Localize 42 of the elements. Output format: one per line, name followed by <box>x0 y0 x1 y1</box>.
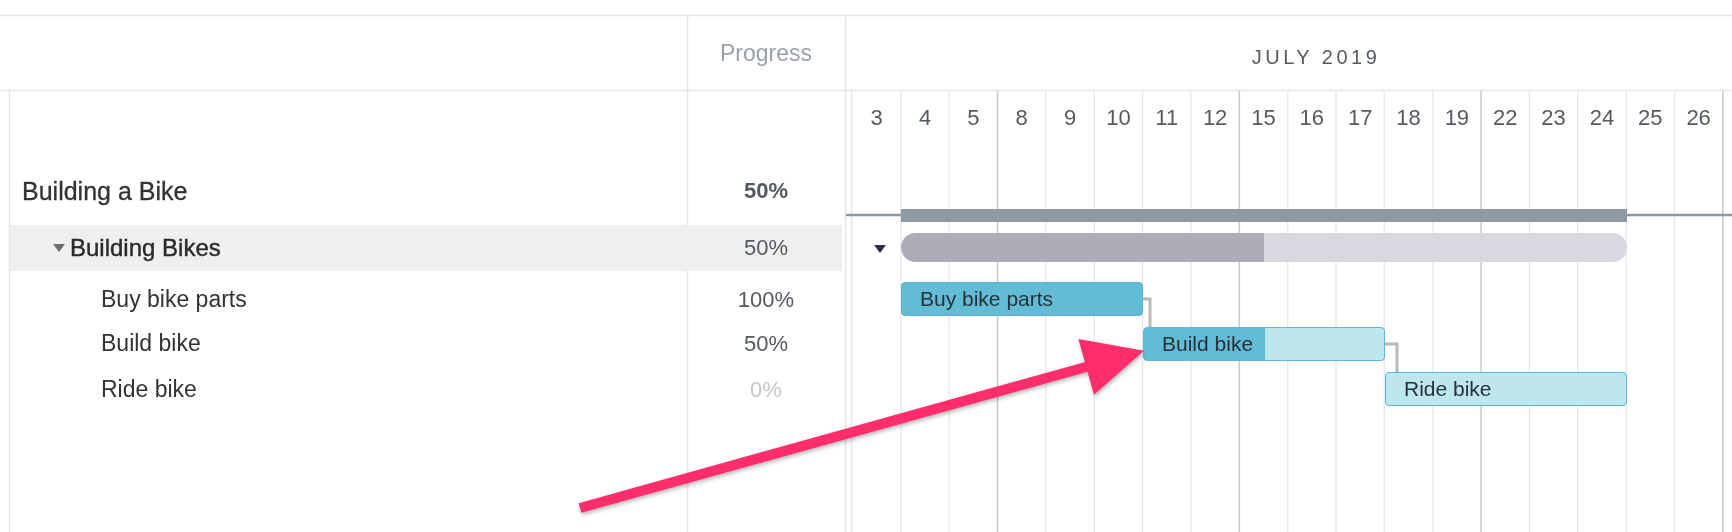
day-number: 8 <box>1015 104 1028 132</box>
month-header: JULY 2019 <box>1251 45 1381 69</box>
day-number: 11 <box>1155 104 1179 132</box>
day-number: 16 <box>1299 104 1325 132</box>
day-number: 23 <box>1541 104 1566 132</box>
day-number: 15 <box>1251 104 1276 132</box>
arrow <box>578 338 1144 513</box>
day-number: 26 <box>1686 104 1711 132</box>
row-label: Building a Bike <box>22 176 188 206</box>
day-number: 25 <box>1638 104 1663 132</box>
bar-label: Buy bike parts <box>920 286 1054 312</box>
day-number: 17 <box>1347 104 1373 132</box>
day-number: 18 <box>1396 104 1421 132</box>
day-number: 4 <box>918 104 932 132</box>
day-number: 3 <box>870 104 883 132</box>
progress-value: 50% <box>744 177 788 205</box>
dependency-line <box>1385 342 1399 372</box>
progress-value: 100% <box>737 286 795 314</box>
day-number: 19 <box>1444 104 1470 132</box>
group-label: Building Bikes <box>70 233 221 263</box>
day-number: 24 <box>1589 104 1615 132</box>
day-number: 12 <box>1202 104 1228 132</box>
row-label: Build bike <box>101 330 201 358</box>
dependency-line <box>1143 297 1152 327</box>
row-label: Buy bike parts <box>101 286 247 314</box>
task-bar <box>1143 327 1385 361</box>
column-header: Progress <box>720 40 812 68</box>
group-row <box>10 225 842 271</box>
progress-value: 50% <box>744 234 788 262</box>
progress-value: 50% <box>744 330 788 358</box>
day-number: 5 <box>967 104 980 132</box>
summary-bar <box>901 209 1627 222</box>
task-bar <box>1385 372 1627 406</box>
day-number: 9 <box>1063 104 1077 132</box>
row-label: Ride bike <box>101 376 197 404</box>
bar-label: Ride bike <box>1404 376 1492 402</box>
task-bar <box>901 282 1143 316</box>
day-number: 22 <box>1493 104 1518 132</box>
day-number: 10 <box>1106 104 1131 132</box>
group-bar <box>901 233 1627 262</box>
progress-value: 0% <box>750 376 782 404</box>
bar-label: Build bike <box>1162 331 1254 357</box>
